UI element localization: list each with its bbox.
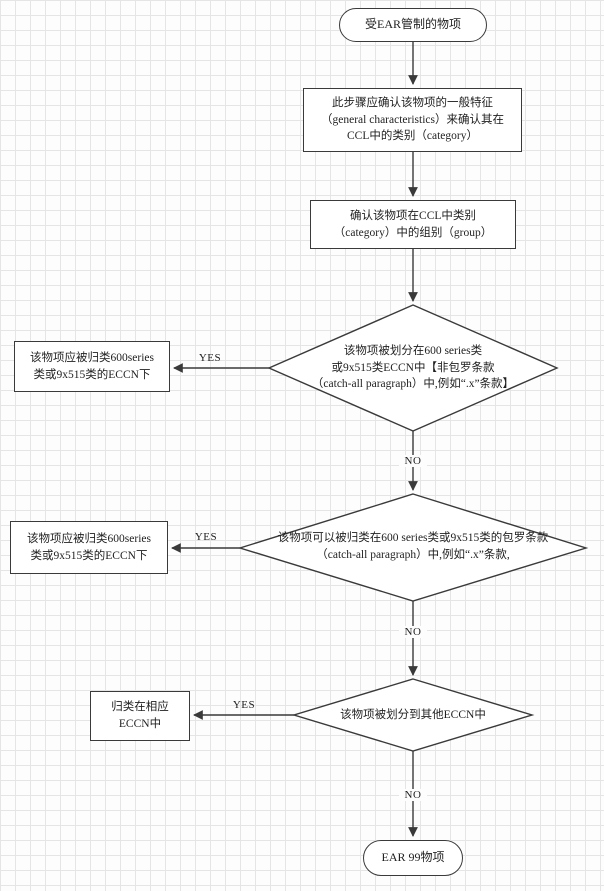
edge-label-yes-1: YES: [198, 352, 222, 364]
edge-label-no-3: NO: [399, 789, 427, 801]
decision-1-label: 该物项被划分在600 series类 或9x515类ECCN中【非包罗条款 （c…: [311, 344, 515, 391]
edge-label-yes-2: YES: [194, 531, 218, 543]
edge-label-no-1: NO: [399, 455, 427, 467]
edge-label-yes-3: YES: [232, 699, 256, 711]
node-result-other-eccn: 归类在相应 ECCN中: [90, 691, 190, 741]
node-result-600series-non-catchall: 该物项应被归类600series 类或9x515类的ECCN下: [14, 341, 170, 392]
node-end-ear99: EAR 99物项: [363, 840, 463, 876]
decision-3-label: 该物项被划分到其他ECCN中: [340, 708, 486, 721]
node-result-600series-catchall: 该物项应被归类600series 类或9x515类的ECCN下: [10, 521, 168, 574]
node-step-group-in-category: 确认该物项在CCL中类别 （category）中的组别（group）: [310, 200, 516, 249]
edge-label-no-2: NO: [399, 626, 427, 638]
decision-2-label: 该物项可以被归类在600 series类或9x515类的包罗条款 （catch-…: [277, 532, 549, 561]
node-step-general-characteristics: 此步骤应确认该物项的一般特征 （general characteristics）…: [303, 88, 522, 152]
node-start: 受EAR管制的物项: [339, 8, 487, 42]
